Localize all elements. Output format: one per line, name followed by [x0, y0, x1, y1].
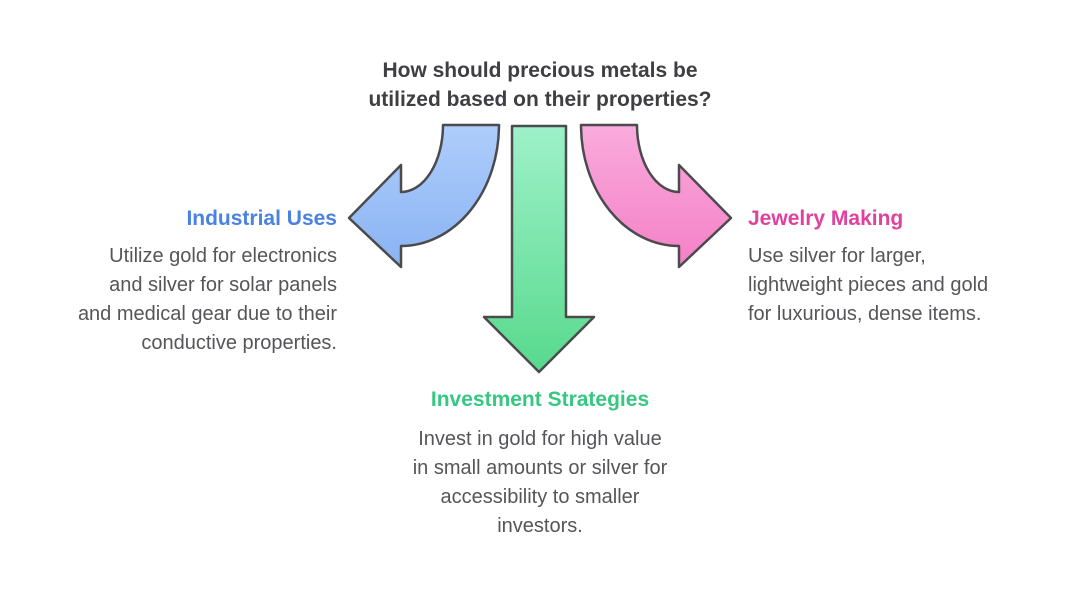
investment-line-3: accessibility to smaller	[440, 486, 640, 508]
investment-line-1: Invest in gold for high value	[418, 428, 662, 450]
investment-line-4: investors.	[497, 515, 583, 537]
industrial-line-4: conductive properties.	[141, 332, 337, 354]
title-line-1: How should precious metals be	[382, 59, 698, 82]
branch-jewelry-description: Use silver for larger, lightweight piece…	[748, 242, 1058, 329]
title-line-2: utilized based on their properties?	[368, 88, 712, 111]
diagram-title: How should precious metals be utilized b…	[232, 56, 848, 114]
jewelry-line-1: Use silver for larger,	[748, 245, 926, 267]
branch-industrial-uses: Industrial Uses Utilize gold for electro…	[0, 207, 337, 358]
straight-down-arrow-icon	[482, 124, 596, 374]
branch-investment-strategies: Investment Strategies Invest in gold for…	[380, 388, 700, 541]
branch-jewelry-label: Jewelry Making	[748, 207, 904, 230]
curved-right-arrow-icon	[579, 123, 733, 269]
curved-left-arrow-icon	[347, 123, 501, 269]
industrial-line-2: and silver for solar panels	[109, 274, 337, 296]
jewelry-line-3: for luxurious, dense items.	[748, 303, 982, 325]
jewelry-line-2: lightweight pieces and gold	[748, 274, 989, 296]
branch-industrial-label: Industrial Uses	[186, 207, 337, 230]
branch-investment-description: Invest in gold for high value in small a…	[380, 425, 700, 541]
branch-jewelry-making: Jewelry Making Use silver for larger, li…	[748, 207, 1058, 329]
industrial-line-3: and medical gear due to their	[77, 303, 337, 325]
branch-industrial-description: Utilize gold for electronics and silver …	[0, 242, 337, 358]
branch-investment-label: Investment Strategies	[430, 388, 650, 411]
industrial-line-1: Utilize gold for electronics	[109, 245, 337, 267]
investment-line-2: in small amounts or silver for	[412, 457, 668, 479]
